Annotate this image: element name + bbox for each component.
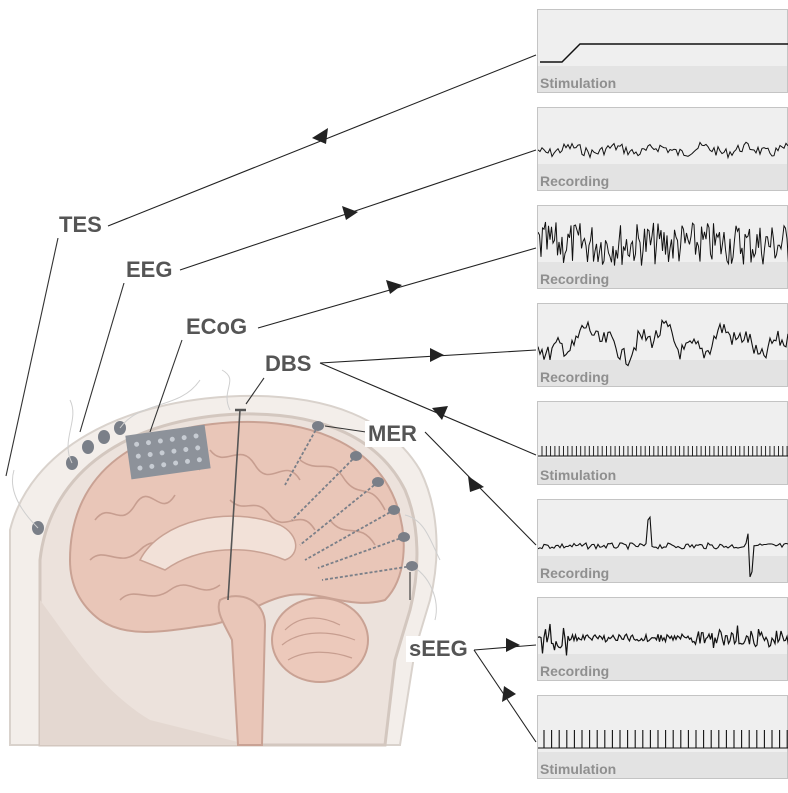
ecog-grid <box>125 424 211 480</box>
waveform-path <box>538 446 788 457</box>
waveform-path <box>540 43 788 63</box>
brainstem <box>217 595 267 746</box>
waveform-path <box>538 623 788 656</box>
head-illustration <box>9 394 438 747</box>
signal-pulse-train-sparse <box>538 730 788 749</box>
panel-caption: Recording <box>540 173 610 189</box>
panel-caption: Stimulation <box>540 75 617 91</box>
callout-lines <box>5 237 411 600</box>
seeg-electrodes <box>284 421 418 581</box>
label-ecog: ECoG <box>183 314 251 340</box>
panel-caption: Recording <box>540 271 610 287</box>
waveform-path <box>538 730 788 749</box>
panel-ecog-recording: Recording <box>537 205 788 289</box>
signal-ecog-trace <box>538 221 788 266</box>
panel-caption-bar <box>538 556 787 582</box>
face-shadow <box>40 600 250 745</box>
signal-lfp-trace <box>538 318 788 367</box>
panel-caption-bar <box>538 360 787 386</box>
corpus-callosum <box>138 515 297 571</box>
waveform-path <box>538 515 788 578</box>
panel-caption-bar <box>538 458 787 484</box>
panel-caption: Recording <box>540 369 610 385</box>
panel-caption-bar <box>538 654 787 680</box>
panel-caption-bar <box>538 752 787 778</box>
cerebellum <box>271 597 369 683</box>
panel-tes-stimulation: Stimulation <box>537 9 788 93</box>
panel-caption-bar <box>538 66 787 92</box>
panel-caption-bar <box>538 262 787 288</box>
panel-dbs-stimulation: Stimulation <box>537 401 788 485</box>
label-tes: TES <box>56 212 105 238</box>
panel-caption: Recording <box>540 565 610 581</box>
panel-seeg-recording: Recording <box>537 597 788 681</box>
label-mer: MER <box>365 421 420 447</box>
cerebellum-folia <box>281 617 356 661</box>
dbs-lead <box>227 408 246 601</box>
waveform-path <box>538 221 788 266</box>
panel-caption: Stimulation <box>540 467 617 483</box>
panel-caption-bar <box>538 164 787 190</box>
label-eeg: EEG <box>123 257 176 283</box>
panel-mer-recording: Recording <box>537 499 788 583</box>
signal-eeg-trace <box>538 141 788 160</box>
panel-caption: Stimulation <box>540 761 617 777</box>
panel-seeg-stimulation: Stimulation <box>537 695 788 779</box>
label-seeg: sEEG <box>406 636 471 662</box>
signal-step-trace <box>540 43 788 63</box>
waveform-path <box>538 318 788 367</box>
panel-eeg-recording: Recording <box>537 107 788 191</box>
arrowheads <box>312 128 520 702</box>
label-dbs: DBS <box>262 351 315 377</box>
signal-seeg-trace <box>538 623 788 656</box>
signal-pulse-train-dense <box>538 446 788 457</box>
panel-dbs-recording: Recording <box>537 303 788 387</box>
waveform-path <box>538 141 788 160</box>
signal-spike-trace <box>538 515 788 578</box>
panel-caption: Recording <box>540 663 610 679</box>
